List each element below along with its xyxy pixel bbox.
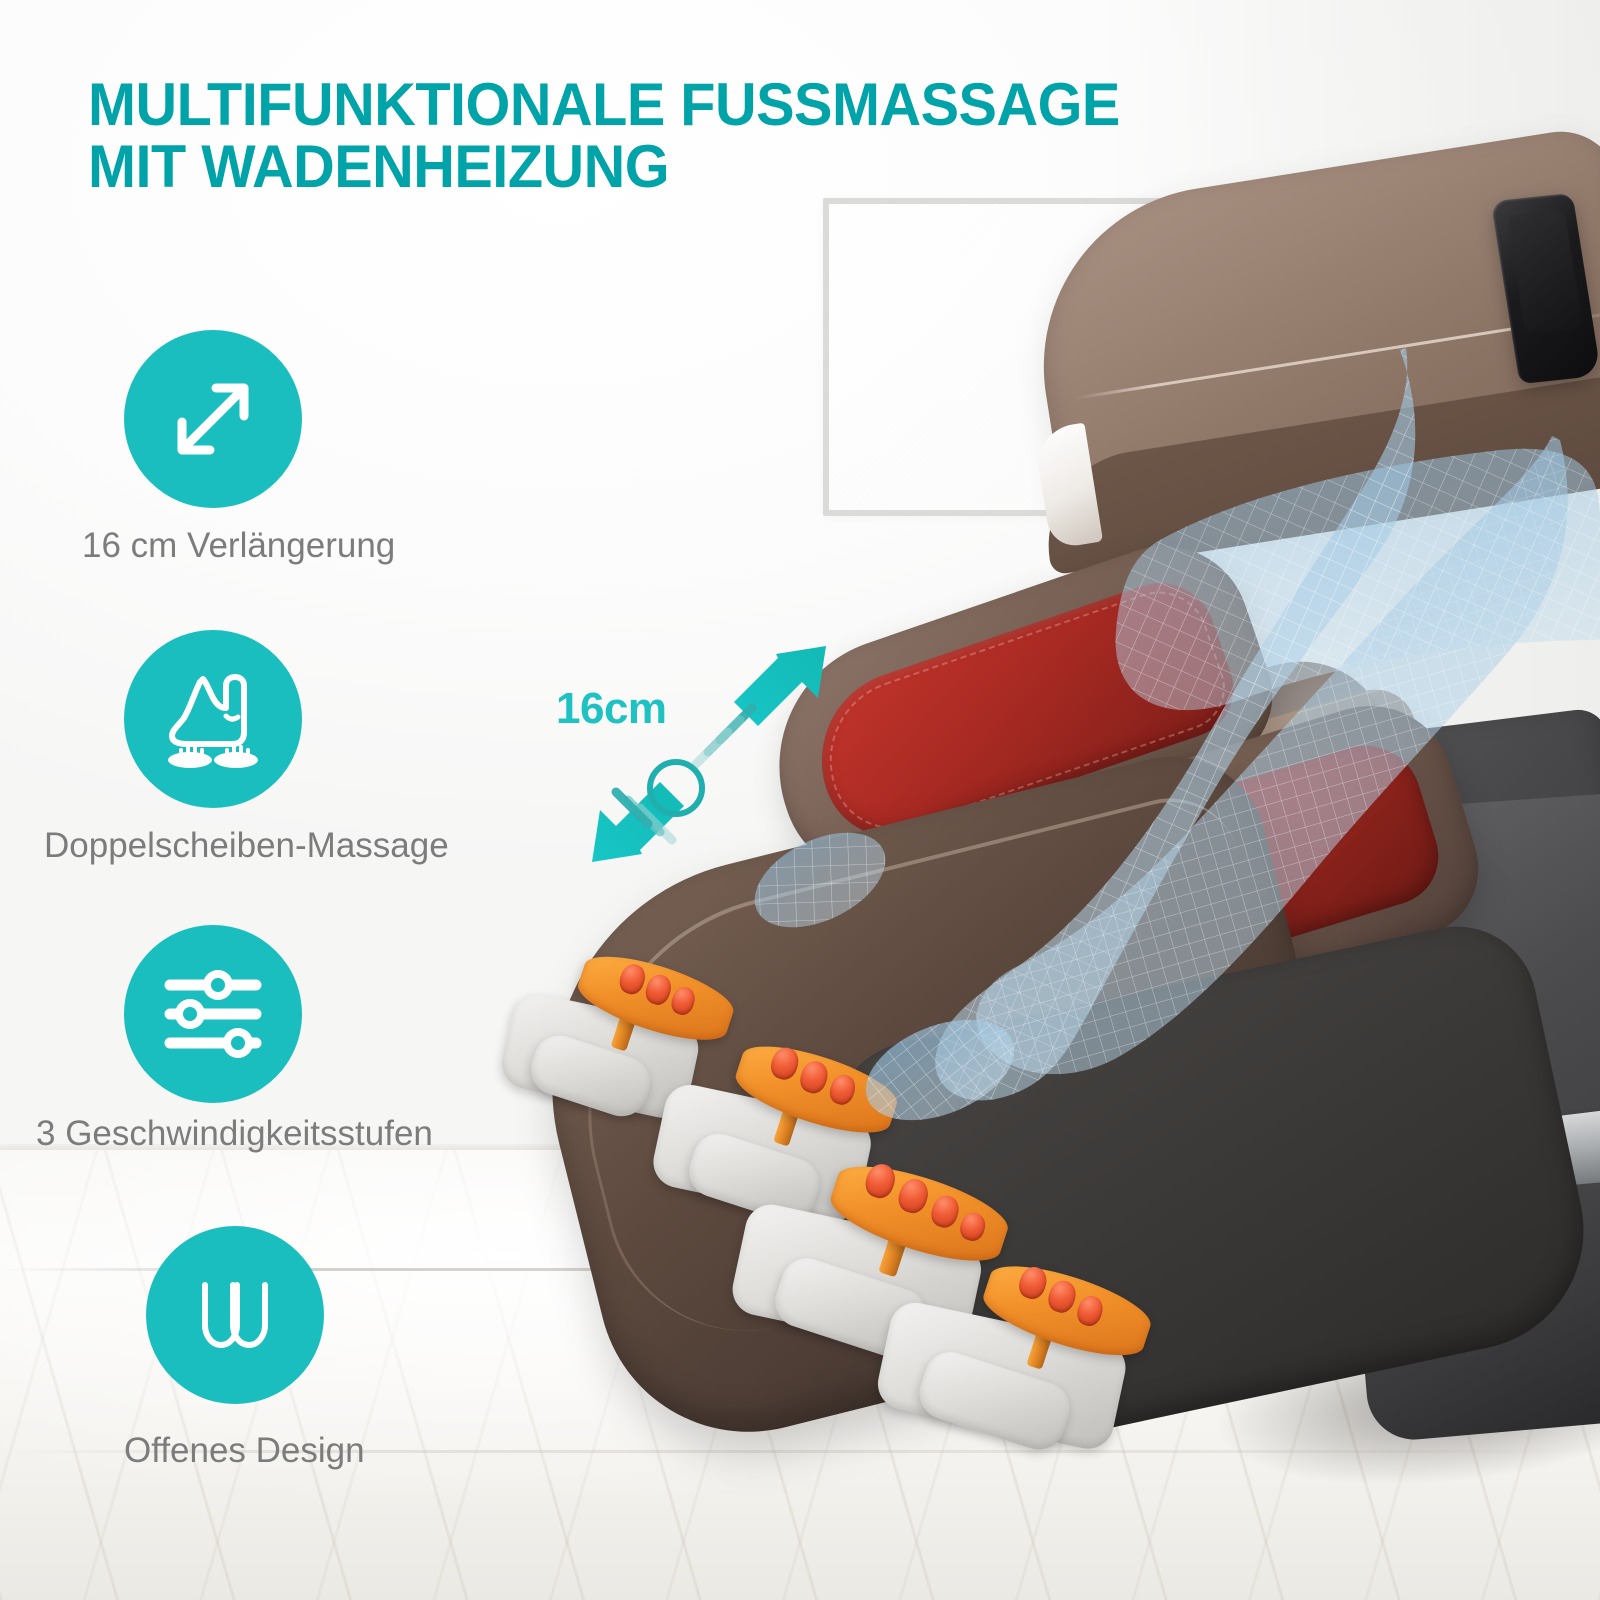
measurement-label: 16cm <box>556 684 667 733</box>
floor-seam <box>0 1450 1600 1453</box>
feature-badge-dual-disc[interactable] <box>124 630 302 808</box>
feature-label-speed-levels: 3 Geschwindigkeitsstufen <box>36 1114 433 1153</box>
arrow-head-down <box>592 782 684 862</box>
feature-badge-speed-levels[interactable] <box>124 925 302 1103</box>
feature-label-dual-disc: Doppelscheiben-Massage <box>44 826 449 865</box>
massage-chair-photo <box>497 120 1600 1505</box>
feature-badge-extension[interactable] <box>124 330 302 508</box>
arrow-head-up <box>734 646 826 726</box>
foot-on-massage-discs-icon <box>168 674 258 768</box>
arrow-shaft-dashes-upper <box>691 703 757 769</box>
wireframe-thigh <box>1115 448 1600 711</box>
wireframe-foot <box>754 832 1015 1121</box>
expand-diagonal-arrows-icon <box>177 383 249 455</box>
wireframe-legs-overlay <box>754 348 1600 1121</box>
page-title: MULTIFUNKTIONALE FUSSMASSAGE MIT WADENHE… <box>88 71 1120 200</box>
feature-badge-open-design[interactable] <box>146 1226 324 1404</box>
arrow-pivot-circle <box>647 759 705 817</box>
sliders-settings-icon <box>164 970 262 1058</box>
arrow-shaft-dashes-lower <box>611 787 677 845</box>
open-foot-wells-icon <box>202 1282 268 1348</box>
feature-label-open-design: Offenes Design <box>124 1431 365 1470</box>
double-diagonal-arrow-icon <box>592 646 826 862</box>
feature-label-extension: 16 cm Verlängerung <box>82 526 396 565</box>
